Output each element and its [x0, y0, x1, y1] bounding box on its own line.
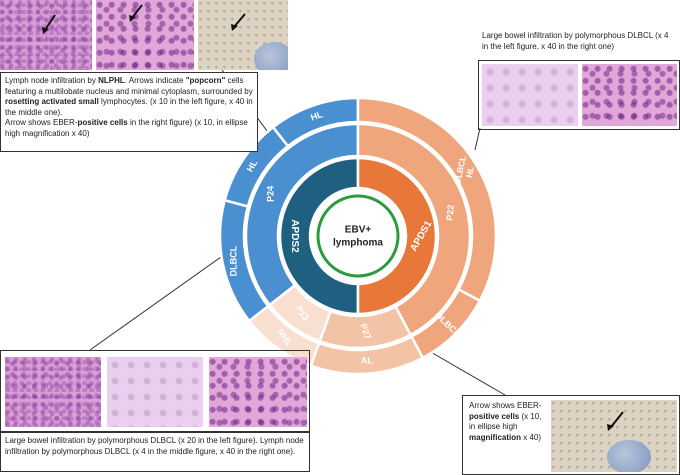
segment-hl-2: [223, 125, 290, 209]
caption-bottom-left: Large bowel infiltration by polymorphous…: [0, 432, 310, 472]
caption-top-left: Lymph node infiltration by NLPHL. Arrows…: [0, 72, 258, 152]
bottom-right-panel: Arrow shows EBER-positive cells (x 10, i…: [462, 395, 680, 475]
histology-image-5: [5, 357, 101, 427]
histology-image-6: [107, 357, 203, 427]
segment-hl-1-label: HL: [309, 109, 324, 123]
segment-apds2: [278, 156, 360, 316]
bottom-left-image-panel: [0, 350, 310, 432]
caption-bottom-right: Arrow shows EBER-positive cells (x 10, i…: [465, 398, 547, 468]
segment-p24: [244, 122, 360, 307]
magnification-ellipse: [254, 42, 288, 70]
histology-image-4: [582, 64, 677, 126]
center-circle: [316, 194, 400, 278]
histology-image-7: [209, 357, 307, 427]
histology-image-2: [96, 0, 194, 70]
eber-image: [198, 0, 288, 70]
segment-p13: [267, 283, 333, 343]
histology-image-3: [482, 64, 578, 126]
segment-apds1: [356, 156, 438, 316]
eber-image-2: [551, 400, 677, 472]
top-right-image-panel: [478, 60, 680, 130]
segment-p22-label: P22: [445, 204, 456, 221]
histology-image-1: [0, 0, 92, 70]
segment-p24-label: P24: [266, 186, 276, 202]
segment-dlbcl-hl-label: DLBCLHL: [452, 155, 478, 187]
segment-dlbcl-1: [218, 198, 270, 323]
center-label-line1: EBV+: [345, 225, 372, 236]
arrow-icon-2: [607, 411, 624, 431]
top-left-image-panel: [0, 0, 290, 70]
center-label-line2: lymphoma: [333, 238, 383, 249]
segment-al-label: AL: [361, 356, 373, 366]
magnification-ellipse-2: [607, 440, 651, 472]
segment-dlbcl-1-label: DLBCL: [229, 245, 239, 276]
segment-apds2-label: APDS2: [289, 219, 300, 253]
segment-p22: [356, 122, 472, 337]
arrow-icon: [42, 4, 246, 34]
caption-top-right: Large bowel infiltration by polymorphous…: [478, 28, 680, 60]
